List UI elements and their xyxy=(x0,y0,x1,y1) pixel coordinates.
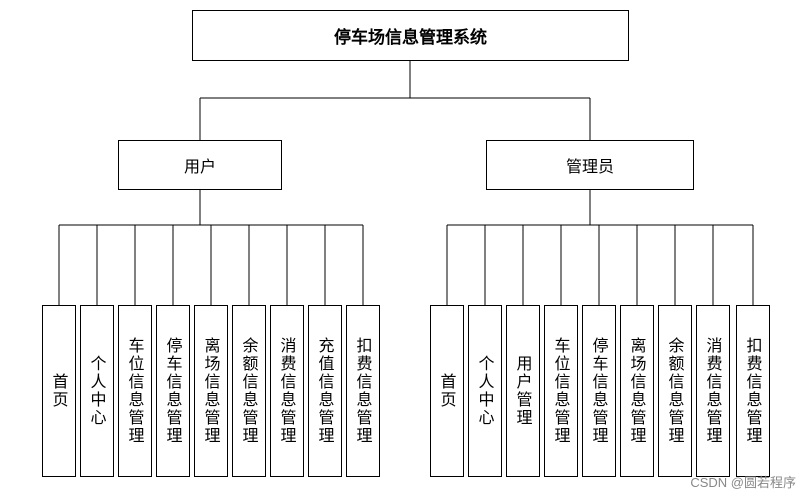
user-leaf-home: 首页 xyxy=(42,305,76,477)
admin-leaf-user-management: 用户管理 xyxy=(506,305,540,477)
role-node-admin: 管理员 xyxy=(486,140,694,190)
watermark: CSDN @圆若程序 xyxy=(690,475,796,490)
role-label-user: 用户 xyxy=(183,157,216,176)
leaf-label: 消费信息管理 xyxy=(703,337,723,445)
leaf-label: 余额信息管理 xyxy=(665,337,685,445)
leaf-label: 用户管理 xyxy=(513,355,533,427)
leaf-label: 扣费信息管理 xyxy=(743,337,763,445)
leaf-label: 充值信息管理 xyxy=(315,337,335,445)
user-leaf-departure: 离场信息管理 xyxy=(194,305,228,477)
leaf-label: 首页 xyxy=(437,373,457,409)
role-node-user: 用户 xyxy=(118,140,282,190)
leaf-label: 首页 xyxy=(49,373,69,409)
root-label: 停车场信息管理系统 xyxy=(334,28,487,48)
admin-leaf-balance: 余额信息管理 xyxy=(658,305,692,477)
user-leaf-deduction: 扣费信息管理 xyxy=(346,305,380,477)
user-leaf-parking-space: 车位信息管理 xyxy=(118,305,152,477)
admin-leaf-home: 首页 xyxy=(430,305,464,477)
leaf-label: 离场信息管理 xyxy=(627,337,647,445)
root-node: 停车场信息管理系统 xyxy=(192,10,629,61)
leaf-label: 停车信息管理 xyxy=(163,337,183,445)
leaf-label: 个人中心 xyxy=(475,355,495,427)
leaf-label: 离场信息管理 xyxy=(201,337,221,445)
leaf-label: 个人中心 xyxy=(87,355,107,427)
leaf-label: 车位信息管理 xyxy=(125,337,145,445)
admin-leaf-departure: 离场信息管理 xyxy=(620,305,654,477)
leaf-label: 余额信息管理 xyxy=(239,337,259,445)
admin-leaf-personal-center: 个人中心 xyxy=(468,305,502,477)
admin-leaf-deduction: 扣费信息管理 xyxy=(736,305,770,477)
user-leaf-personal-center: 个人中心 xyxy=(80,305,114,477)
leaf-label: 扣费信息管理 xyxy=(353,337,373,445)
leaf-label: 车位信息管理 xyxy=(551,337,571,445)
admin-leaf-parking-info: 停车信息管理 xyxy=(582,305,616,477)
user-leaf-consumption: 消费信息管理 xyxy=(270,305,304,477)
user-leaf-balance: 余额信息管理 xyxy=(232,305,266,477)
leaf-label: 停车信息管理 xyxy=(589,337,609,445)
admin-leaf-consumption: 消费信息管理 xyxy=(696,305,730,477)
role-label-admin: 管理员 xyxy=(565,157,614,176)
user-leaf-parking-info: 停车信息管理 xyxy=(156,305,190,477)
admin-leaf-parking-space: 车位信息管理 xyxy=(544,305,578,477)
leaf-label: 消费信息管理 xyxy=(277,337,297,445)
user-leaf-recharge: 充值信息管理 xyxy=(308,305,342,477)
